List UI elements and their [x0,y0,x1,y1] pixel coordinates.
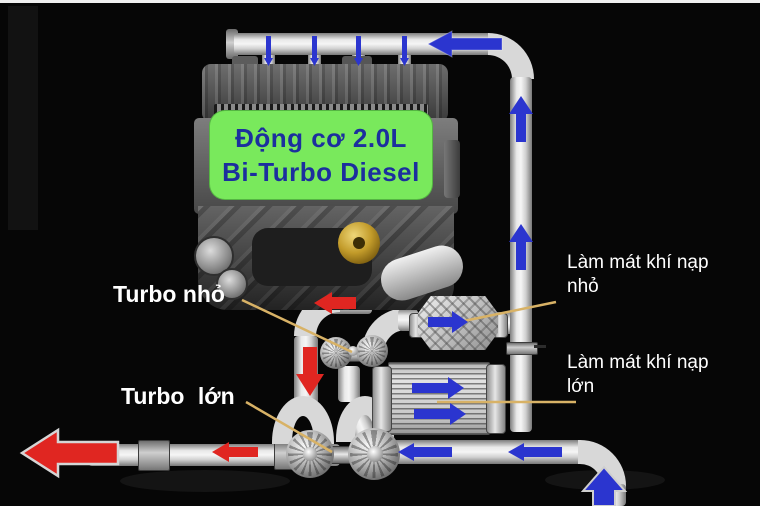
fresh-air-pipe [370,440,582,464]
top-manifold-pipe [234,33,492,55]
small-turbo-wheel-left [320,337,352,369]
intake-mouth-stub [602,484,626,506]
label-small-intercooler-line2: nhỏ [567,276,599,297]
label-large-intercooler-line1: Làm mát khí nạp [567,352,709,373]
intake-mouth-elbow [578,440,626,488]
small-turbo-wheel-right [356,335,388,367]
left-shade-panel [8,6,38,230]
engine-side-bracket [444,140,460,198]
large-intercooler-tank-right [486,364,506,434]
right-vertical-pipe [510,77,532,432]
engine-filter-cap-center [353,237,365,249]
large-turbo-hub-right [367,446,383,462]
label-small-intercooler: Làm mát khí nạp nhỏ [567,251,727,299]
label-large-intercooler-line2: lớn [567,376,595,397]
engine-label-line2: Bi-Turbo Diesel [222,157,420,187]
label-large-intercooler: Làm mát khí nạp lớn [567,351,727,399]
engine-label-line1: Động cơ 2.0L [235,123,407,153]
exhaust-joint-1 [138,440,170,471]
label-small-turbo: Turbo nhỏ [113,281,225,307]
turbo-link-pipe [338,366,360,402]
large-intercooler-tank-left [372,366,392,432]
top-edge-line [0,0,760,3]
top-right-elbow [488,33,534,79]
small-intercooler [418,296,498,350]
large-turbo-wheel-right [348,428,400,480]
label-small-intercooler-line1: Làm mát khí nạp [567,252,709,273]
small-turbo-hub [348,346,358,356]
clamp-sensor-tick [534,345,546,348]
engine-label: Động cơ 2.0L Bi-Turbo Diesel [209,110,433,200]
engine-pulley-small [216,268,248,300]
exhaust-down-pipe [294,336,318,404]
pipe-clamp [506,342,538,355]
large-turbo-hub-left [303,447,317,461]
large-intercooler-core [388,362,490,435]
floor-shadow-left [120,470,290,492]
label-large-turbo: Turbo lớn [121,383,235,409]
